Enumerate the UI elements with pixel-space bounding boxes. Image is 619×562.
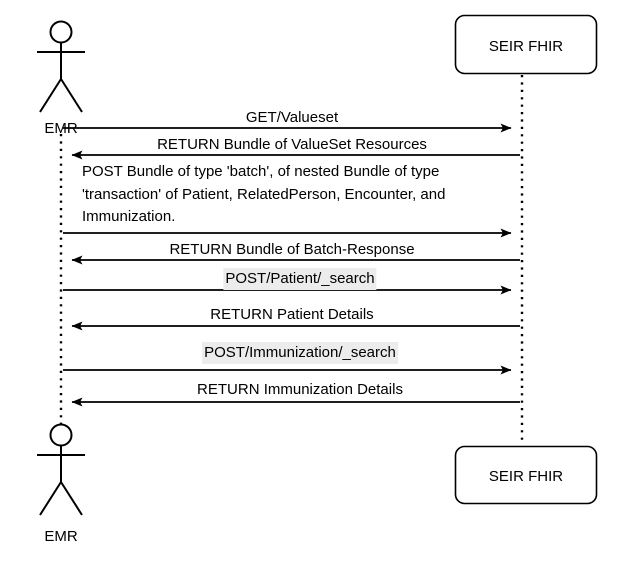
participant-label-seir-top: SEIR FHIR	[488, 38, 564, 55]
message-label-4: RETURN Bundle of Batch-Response	[169, 241, 415, 258]
message-label-7: POST/Immunization/_search	[202, 342, 398, 364]
message-label-8: RETURN Immunization Details	[197, 381, 403, 398]
message-label-3: POST Bundle of type 'batch', of nested B…	[82, 163, 446, 225]
participant-label-seir-bottom: SEIR FHIR	[488, 468, 564, 485]
actor-emr-top	[37, 20, 85, 113]
participant-box-seir-bottom	[454, 445, 598, 505]
message-label-5: POST/Patient/_search	[223, 268, 377, 290]
actor-label-emr-top: EMR	[44, 120, 78, 137]
message-label-1: GET/Valueset	[245, 109, 339, 126]
participant-box-seir-top	[454, 14, 598, 75]
message-label-6: RETURN Patient Details	[210, 306, 374, 323]
message-label-2: RETURN Bundle of ValueSet Resources	[157, 136, 427, 153]
actor-label-emr-bottom: EMR	[44, 528, 78, 545]
actor-emr-bottom	[37, 423, 85, 516]
